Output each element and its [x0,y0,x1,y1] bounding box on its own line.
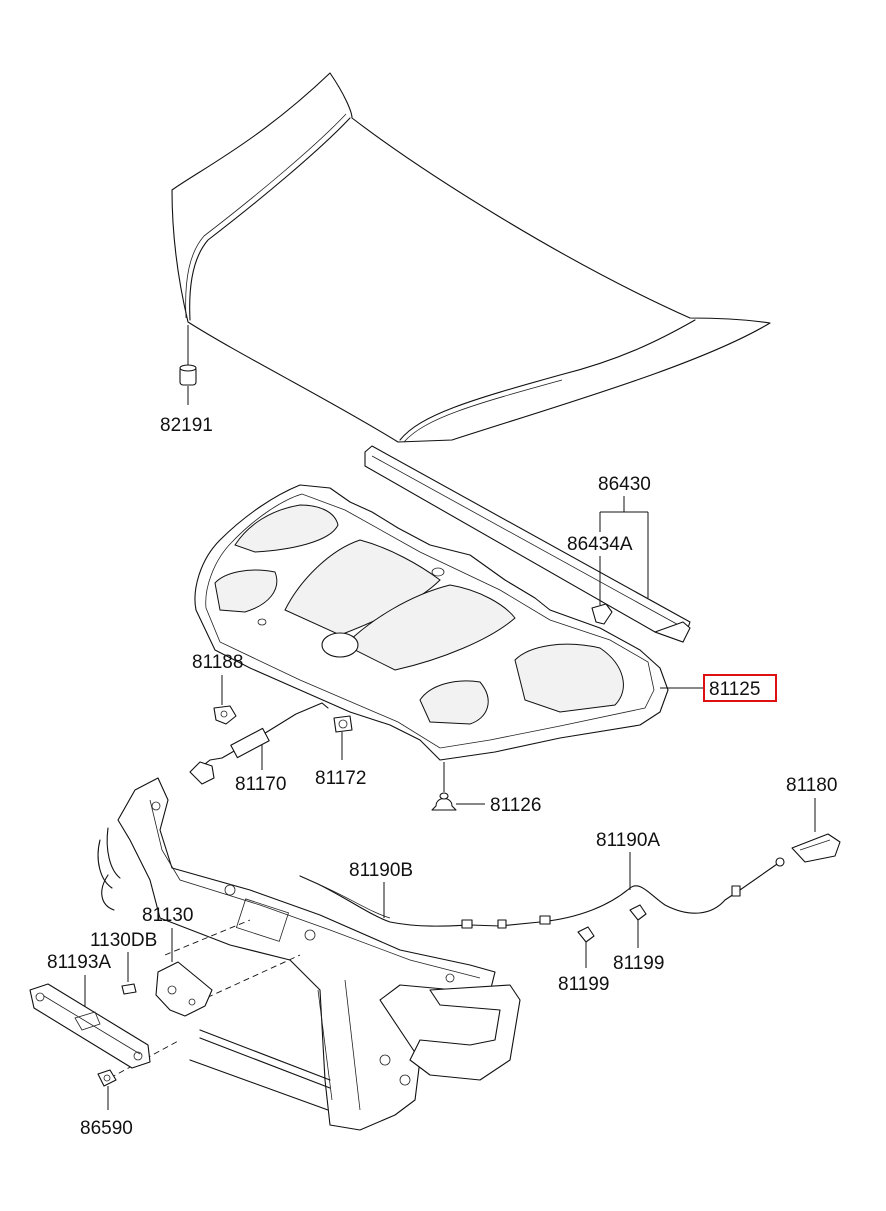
guide-line-3 [109,1039,181,1079]
release-handle-81180[interactable] [791,833,841,863]
label-81170: 81170 [235,774,286,795]
clip-81188[interactable] [213,705,237,725]
hood-latch-81130[interactable] [155,961,213,1017]
clip-86434A[interactable] [591,603,613,625]
holder-81172[interactable] [333,715,353,733]
latch-cover-81193A[interactable] [29,983,151,1069]
release-cable-81190[interactable] [299,857,785,929]
hood-insulator-81125[interactable] [194,484,669,761]
hood-panel[interactable] [171,72,771,443]
label-81190B: 81190B [349,860,413,881]
label-81172: 81172 [315,768,366,789]
clip-81199-left[interactable] [577,926,595,943]
label-81199-right: 81199 [613,953,664,974]
label-86434A: 86434A [567,534,633,555]
radiator-support-panel[interactable] [97,777,521,1131]
guide-line-1 [164,919,251,956]
bolt-1130DB[interactable] [121,983,137,995]
label-81190A: 81190A [596,830,660,851]
hood-stay-rod-81170[interactable] [189,702,329,785]
label-86590: 86590 [80,1118,133,1139]
highlight-box-81125 [703,674,777,702]
nut-86590[interactable] [97,1069,117,1087]
label-81199-left: 81199 [558,974,609,995]
hood-bumper-82191[interactable] [179,325,197,405]
label-86430: 86430 [598,474,651,495]
clip-81199-right[interactable] [629,904,647,921]
label-82191: 82191 [160,415,213,436]
label-81193A: 81193A [47,952,111,973]
label-81126: 81126 [490,795,541,816]
label-81130: 81130 [142,905,193,926]
label-1130DB: 1130DB [90,930,157,951]
label-81125: 81125 [709,679,760,700]
weatherstrip-86430[interactable] [364,445,691,643]
label-81188: 81188 [192,652,243,673]
grommet-81126[interactable] [431,792,457,811]
label-81180: 81180 [786,775,837,796]
